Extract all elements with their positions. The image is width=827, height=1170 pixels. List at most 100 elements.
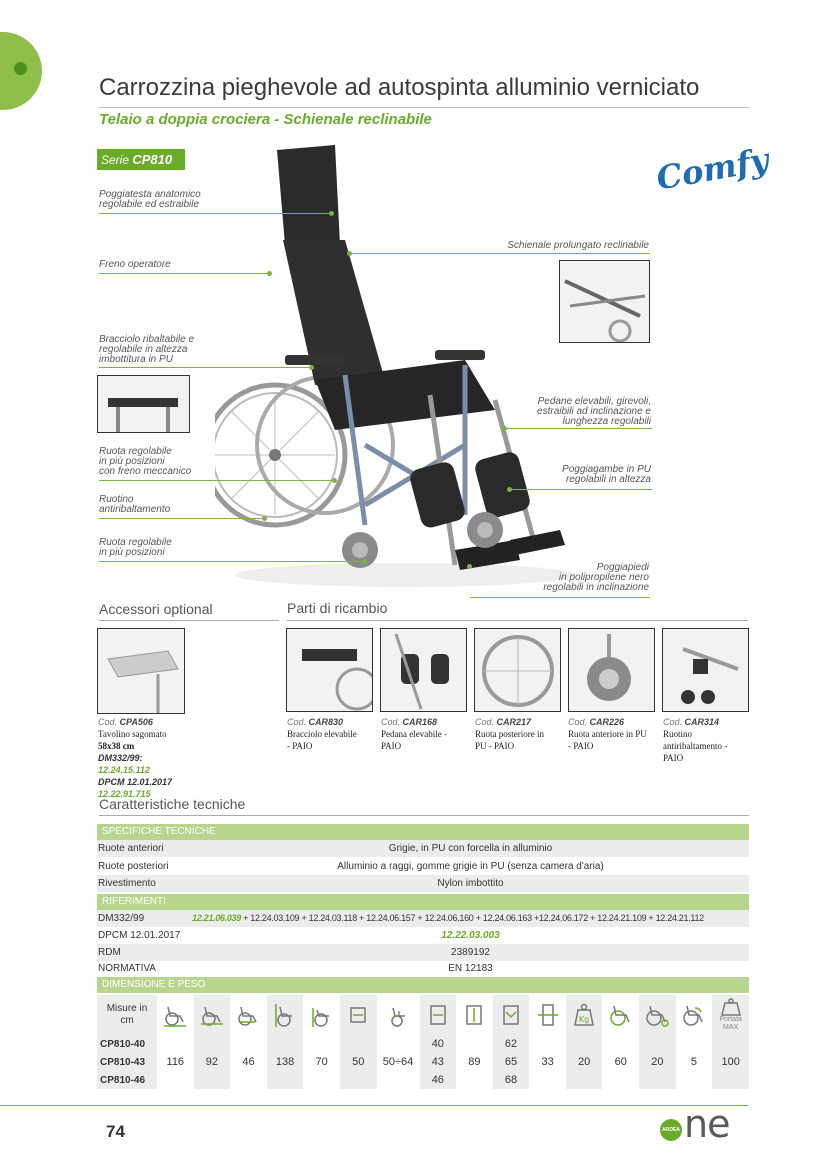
dim-row: CP810-46 46 68	[97, 1071, 749, 1089]
accessories-divider	[99, 620, 279, 621]
spec-key: Rivestimento	[98, 878, 156, 889]
folded-width-icon	[230, 995, 267, 1035]
dim-cell	[676, 1071, 713, 1089]
title-divider	[99, 107, 749, 108]
armrest-height-icon	[377, 995, 420, 1035]
ref-row: NORMATIVA EN 12183	[97, 960, 749, 977]
accessory-code: CPA506	[119, 717, 153, 727]
callout-line	[505, 428, 652, 429]
dim-cell	[639, 1071, 676, 1089]
wheelchair-length-icon	[157, 995, 194, 1035]
serie-prefix: Serie	[101, 153, 130, 167]
wheelchair-image	[215, 145, 575, 587]
ref-key: DM332/99	[98, 913, 145, 924]
dim-cell	[193, 1071, 231, 1089]
seat-depth-value: 46	[419, 1071, 457, 1089]
serie-code: CP810	[132, 152, 173, 167]
page-title: Carrozzina pieghevole ad autospinta allu…	[99, 74, 700, 101]
dim-cell	[565, 1071, 603, 1089]
callout-brake: Freno operatore	[99, 259, 171, 270]
callout-line	[99, 480, 334, 481]
callout-dot	[467, 564, 472, 569]
model-code: CP810-40	[97, 1035, 157, 1053]
dim-cell	[565, 1035, 603, 1053]
spare-part-code: CAR314	[684, 717, 720, 727]
seat-width-value: 62	[492, 1035, 530, 1053]
seat-depth-icon	[419, 995, 457, 1035]
spec-value: Alluminio a raggi, gomme grigie in PU (s…	[337, 861, 604, 872]
dim-cell	[676, 1035, 713, 1053]
tech-heading: Caratteristiche tecniche	[99, 796, 246, 812]
ref-key: RDM	[98, 947, 121, 958]
one-logo: ne	[684, 1102, 730, 1146]
callout-line	[350, 253, 650, 254]
ref-value: 2389192	[451, 947, 490, 958]
dim-cell	[266, 1035, 304, 1053]
dim-value: 46	[242, 1056, 255, 1068]
callout-dot	[347, 251, 352, 256]
accessory-dpcm-label: DPCM 12.01.2017	[98, 777, 173, 787]
seat-width-icon	[339, 995, 377, 1035]
max-load-icon: Portata MAX	[712, 995, 749, 1035]
dim-cell	[529, 1035, 566, 1053]
accessory-dm-label: DM332/99:	[98, 753, 143, 763]
spare-part-info: Cod. CAR830 Bracciolo elevabile - PAIO	[287, 716, 377, 752]
dim-cell	[303, 1035, 340, 1053]
ref-key: DPCM 12.01.2017	[98, 930, 181, 941]
dim-cell	[602, 1071, 639, 1089]
seat-width-value: 68	[492, 1071, 530, 1089]
folded-height-icon	[303, 995, 340, 1035]
dm-main-code: 12.21.06.039	[192, 913, 241, 923]
callout-line	[99, 213, 331, 214]
dim-value: 50÷64	[382, 1056, 414, 1068]
callout-dot	[309, 365, 314, 370]
spare-parts-divider	[287, 620, 748, 621]
dim-cell	[456, 1035, 493, 1053]
page-subtitle: Telaio a doppia crociera - Schienale rec…	[99, 111, 432, 128]
callout-dot	[502, 426, 507, 431]
dim-value: 20	[639, 1053, 676, 1071]
callout-rear-wheel-brake: Ruota regolabile in più posizioni con fr…	[99, 446, 192, 477]
callout-dot	[267, 271, 272, 276]
wheelchair-width-icon	[193, 995, 231, 1035]
dim-row: CP810-40 40 62	[97, 1035, 749, 1053]
dim-value: 100	[712, 1053, 749, 1071]
brand-logo: Comfy	[653, 140, 772, 198]
inclination-icon	[676, 995, 713, 1035]
seat-depth-value: 40	[419, 1035, 457, 1053]
callout-dot	[332, 478, 337, 483]
spare-part-desc: Ruotino antiribaltamento - PAIO	[663, 729, 728, 763]
ref-value: 12.22.03.003	[441, 930, 500, 941]
spare-part-desc: Ruota anteriore in PU - PAIO	[568, 729, 647, 751]
dm-other-codes: + 12.24.03.109 + 12.24.03.118 + 12.24.06…	[240, 913, 704, 923]
dim-cell	[377, 1071, 420, 1089]
page-number: 74	[106, 1122, 125, 1141]
dim-cell	[230, 1071, 267, 1089]
spare-part-desc: Bracciolo elevabile - PAIO	[287, 729, 357, 751]
dim-value: 92	[193, 1053, 231, 1071]
model-code: CP810-46	[97, 1071, 157, 1089]
spare-part-code: CAR226	[589, 717, 625, 727]
spec-value: Grigie, in PU con forcella in alluminio	[388, 843, 553, 854]
dim-value: 70	[315, 1056, 328, 1068]
dim-cell	[456, 1071, 493, 1089]
spare-part-code: CAR168	[402, 717, 438, 727]
spec-row: Rivestimento Nylon imbottito	[97, 875, 749, 892]
ref-value: 12.21.06.039 + 12.24.03.109 + 12.24.03.1…	[192, 910, 749, 927]
cod-label: Cod.	[475, 717, 495, 727]
dim-icon-row: Misure in cm Kg Portata MAX	[97, 995, 749, 1035]
measure-label: Misure in cm	[97, 995, 157, 1035]
weight-icon: Kg	[565, 995, 603, 1035]
callout-headrest: Poggiatesta anatomico regolabile ed estr…	[99, 189, 201, 210]
dimension-table: Misure in cm Kg Portata MAX CP810-40 40 …	[97, 995, 749, 1089]
dim-value: 116	[166, 1056, 185, 1068]
accessory-info: Cod. CPA506 Tavolino sagomato 58x38 cm D…	[98, 716, 228, 800]
spare-part-photo	[286, 628, 373, 712]
spec-section-bar: SPECIFICHE TECNICHE	[97, 824, 749, 840]
dim-cell	[266, 1071, 304, 1089]
callout-line	[99, 367, 311, 368]
accessory-size: 58x38 cm	[98, 741, 135, 751]
callout-anti-tip: Ruotino antiribaltamento	[99, 494, 171, 515]
callout-footrest: Poggiapiedi in polipropilene nero regola…	[543, 562, 649, 593]
dim-cell	[157, 1035, 194, 1053]
